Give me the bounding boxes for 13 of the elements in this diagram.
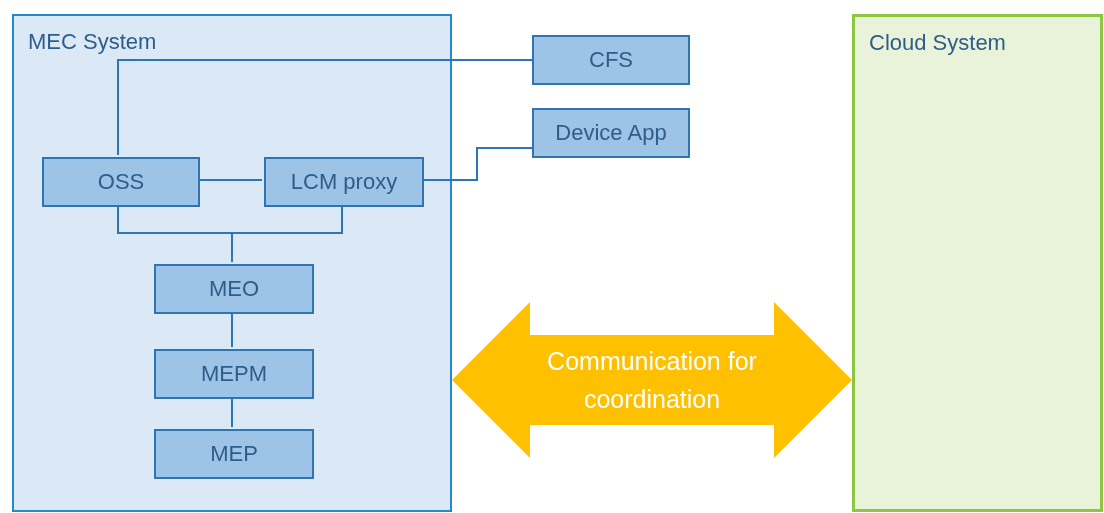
system-panel <box>12 14 452 512</box>
process-box: OSS <box>42 157 200 207</box>
edge-label: Communication for coordination <box>546 346 758 415</box>
panel-title: MEC System <box>28 30 157 54</box>
process-box: MEP <box>154 429 314 479</box>
double-arrow <box>452 302 852 458</box>
process-box: LCM proxy <box>264 157 424 207</box>
process-box: CFS <box>532 35 690 85</box>
connector-line <box>117 59 533 156</box>
process-box: MEPM <box>154 349 314 399</box>
system-panel: Cloud System <box>852 14 1103 512</box>
process-box: Device App <box>532 108 690 158</box>
process-box: MEO <box>154 264 314 314</box>
